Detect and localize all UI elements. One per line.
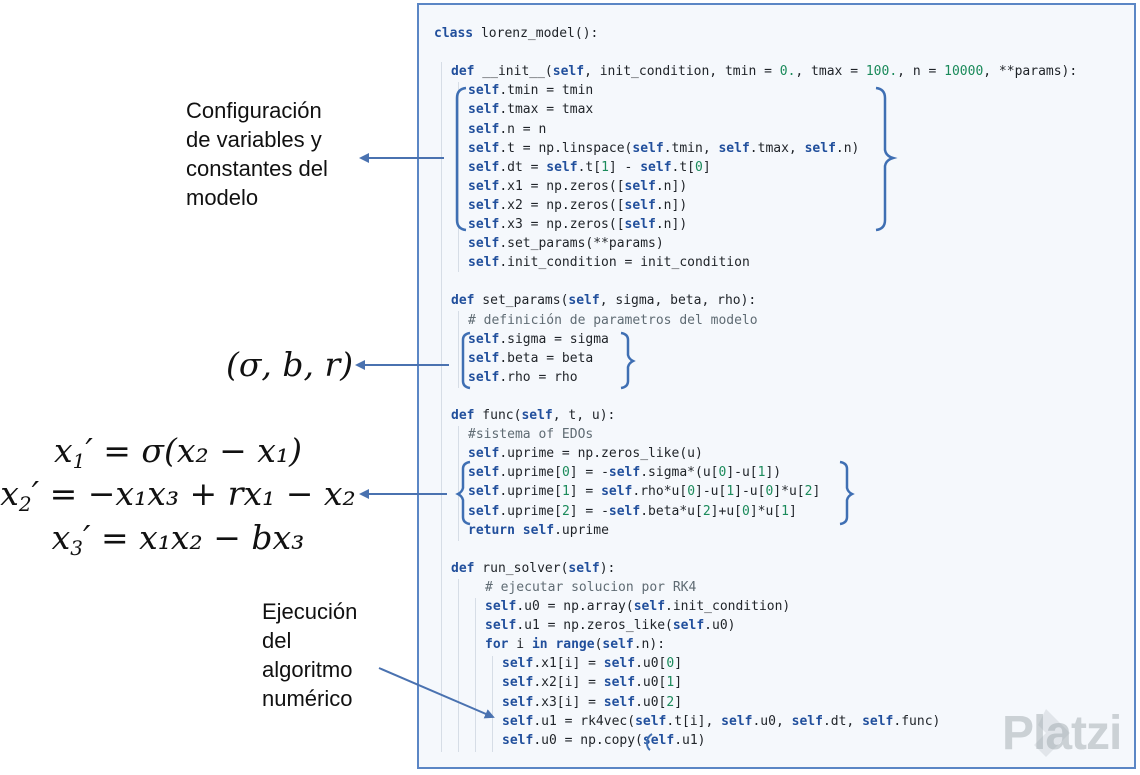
code-line: # ejecutar solucion por RK4 [485, 579, 697, 595]
platzi-watermark: Platzi [1002, 707, 1122, 760]
code-line: self.tmin = tmin [468, 83, 594, 99]
code-line: return self.uprime [468, 522, 609, 538]
code-line: def __init__(self, init_condition, tmin … [451, 64, 1078, 80]
execution-line-3: algoritmo [262, 657, 353, 682]
code-line: self.u0 = np.array(self.init_condition) [485, 599, 791, 614]
indent-guide [458, 311, 459, 388]
code-line: # definición de parametros del modelo [468, 312, 758, 328]
config-line-2: de variables y [186, 127, 322, 152]
equation-1: x1′ = σ(x₂ − x₁) [53, 431, 303, 473]
execution-annotation: Ejecución del algoritmo numérico [262, 597, 357, 713]
code-line: self.uprime[2] = -self.beta*u[2]+u[0]*u[… [468, 503, 797, 519]
code-line: self.x2 = np.zeros([self.n]) [468, 197, 688, 213]
code-line: def func(self, t, u): [451, 408, 616, 423]
indent-guide [458, 426, 459, 541]
code-line: self.rho = rho [468, 369, 578, 385]
code-line: self.set_params(**params) [468, 236, 664, 252]
platzi-logo-icon [1034, 709, 1070, 757]
code-line: self.beta = beta [468, 350, 594, 366]
execution-line-2: del [262, 628, 292, 653]
equation-2: x2′ = −x₁x₃ + rx₁ − x₂ [0, 474, 356, 516]
code-line: self.u1 = np.zeros_like(self.u0) [485, 618, 736, 634]
indent-guide [458, 579, 459, 752]
code-panel [417, 3, 1136, 769]
code-line: def run_solver(self): [451, 560, 616, 576]
code-line: self.uprime[0] = -self.sigma*(u[0]-u[1]) [468, 465, 782, 481]
code-line: self.x1 = np.zeros([self.n]) [468, 178, 688, 194]
code-line: #sistema of EDOs [468, 427, 594, 443]
code-line: self.x3[i] = self.u0[2] [502, 694, 683, 710]
indent-guide [492, 656, 493, 752]
params-annotation: (σ, b, r) [226, 345, 354, 384]
code-line: self.tmax = tmax [468, 102, 594, 118]
code-line: self.t = np.linspace(self.tmin, self.tma… [468, 140, 860, 156]
code-line: self.uprime[1] = self.rho*u[0]-u[1]-u[0]… [468, 484, 821, 500]
code-line: def set_params(self, sigma, beta, rho): [451, 293, 757, 309]
config-line-3: constantes del [186, 156, 328, 181]
code-line: self.u0 = np.copy(self.u1) [502, 732, 706, 748]
code-line: class lorenz_model(): [434, 26, 599, 41]
code-line: self.uprime = np.zeros_like(u) [468, 446, 703, 462]
config-line-4: modelo [186, 185, 259, 210]
code-line: self.init_condition = init_condition [468, 255, 750, 271]
execution-line-1: Ejecución [262, 599, 358, 624]
code-line: self.x1[i] = self.u0[0] [502, 656, 683, 672]
execution-line-4: numérico [262, 686, 353, 711]
code-line: self.x2[i] = self.u0[1] [502, 675, 683, 691]
config-line-1: Configuración [186, 98, 322, 123]
indent-guide [475, 598, 476, 752]
equation-3: x3′ = x₁x₂ − bx₃ [51, 518, 305, 560]
indent-guide [458, 82, 459, 272]
code-line: self.u1 = rk4vec(self.t[i], self.u0, sel… [502, 713, 941, 729]
code-line: self.n = n [468, 121, 547, 137]
code-line: self.sigma = sigma [468, 331, 609, 347]
code-line: for i in range(self.n): [485, 637, 666, 653]
indent-guide [441, 62, 442, 752]
code-line: self.dt = self.t[1] - self.t[0] [468, 159, 711, 175]
code-line: self.x3 = np.zeros([self.n]) [468, 217, 688, 232]
config-annotation: Configuración de variables y constantes … [186, 96, 328, 212]
